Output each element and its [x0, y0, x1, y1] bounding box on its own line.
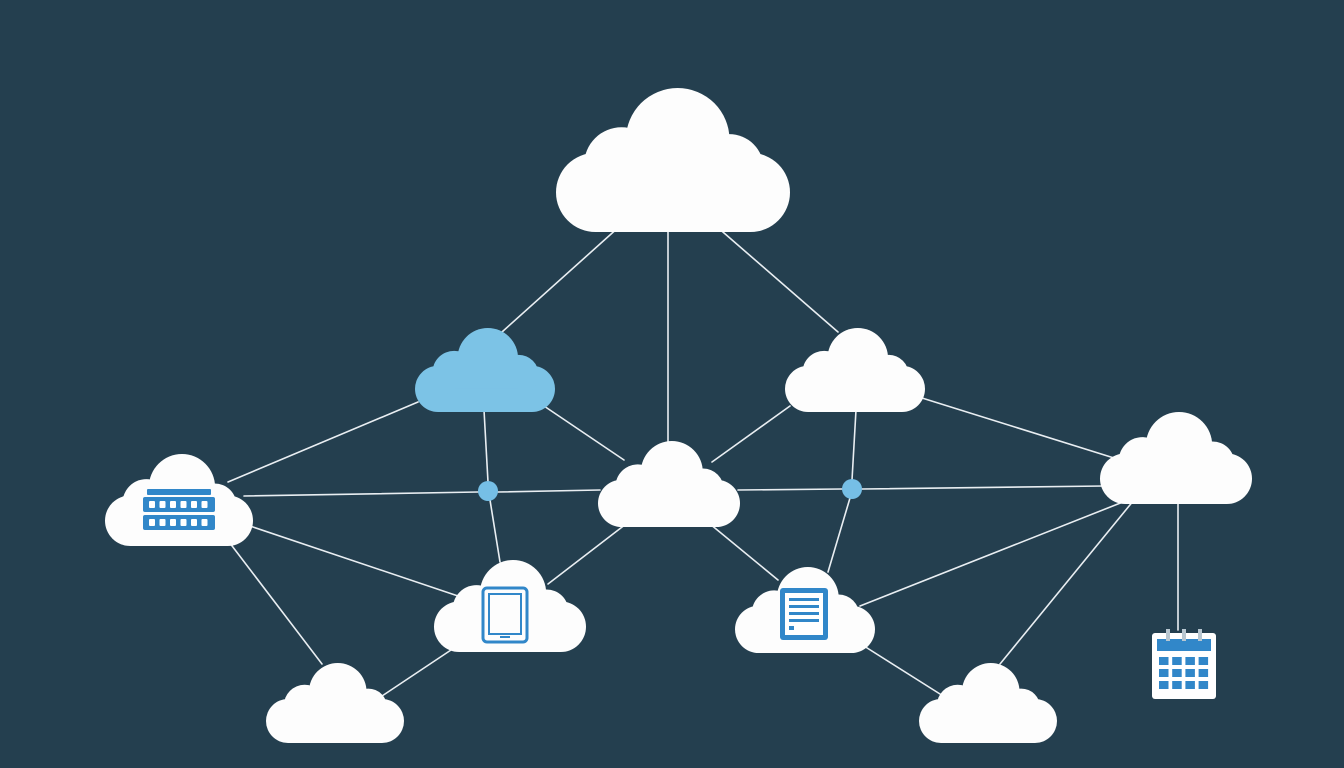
- link-left-junction-to-center-cloud: [497, 489, 601, 493]
- tablet-icon: [481, 586, 529, 644]
- link-right-mid-cloud-to-far-right-cloud: [921, 397, 1115, 459]
- connection-lines: [225, 225, 1179, 697]
- link-right-mid-cloud-to-center-cloud: [711, 405, 791, 463]
- right-mid-cloud: [785, 328, 925, 412]
- tablet-cloud-shape: [476, 593, 547, 627]
- center-cloud: [598, 441, 740, 527]
- bottom-right-cloud-shape: [957, 691, 1022, 721]
- right-mid-cloud-shape: [824, 358, 889, 389]
- center-cloud-shape: [637, 471, 704, 504]
- link-center-cloud-to-document-cloud: [709, 523, 779, 581]
- link-tablet-cloud-to-bottom-left-cloud: [381, 647, 455, 697]
- top-cloud-shape: [621, 139, 730, 193]
- far-right-cloud-shape: [1142, 445, 1213, 479]
- bottom-left-cloud: [266, 663, 404, 743]
- link-left-mid-cloud-to-far-left-cloud: [227, 401, 419, 483]
- left-mid-cloud-shape: [454, 358, 519, 389]
- link-center-cloud-to-right-junction: [737, 488, 843, 491]
- link-left-mid-cloud-to-left-junction: [483, 409, 489, 483]
- link-far-left-cloud-to-bottom-left-cloud: [225, 537, 323, 665]
- right-junction: [842, 479, 862, 499]
- link-top-cloud-to-left-mid-cloud: [501, 225, 621, 333]
- link-center-cloud-to-tablet-cloud: [547, 523, 627, 585]
- link-right-junction-to-document-cloud: [827, 497, 851, 573]
- left-mid-cloud: [415, 328, 555, 412]
- document-icon: [780, 588, 828, 640]
- diagram-nodes: [105, 88, 1252, 743]
- link-right-mid-cloud-to-right-junction: [851, 409, 857, 481]
- server-stack-icon: [143, 489, 215, 530]
- bottom-right-cloud: [919, 663, 1057, 743]
- link-document-cloud-to-bottom-right-cloud: [863, 645, 941, 695]
- left-junction: [478, 481, 498, 501]
- link-far-left-cloud-to-tablet-cloud: [249, 525, 459, 597]
- bottom-left-cloud-shape: [304, 691, 369, 721]
- link-left-junction-to-tablet-cloud: [489, 499, 501, 563]
- top-cloud: [556, 88, 790, 232]
- calendar-icon: [1152, 629, 1216, 699]
- far-right-cloud: [1100, 412, 1252, 504]
- link-right-junction-to-far-right-cloud: [861, 485, 1105, 490]
- link-left-mid-cloud-to-center-cloud: [543, 405, 625, 461]
- link-top-cloud-to-right-mid-cloud: [715, 225, 839, 333]
- link-far-left-cloud-to-left-junction: [243, 491, 479, 497]
- link-far-right-cloud-to-document-cloud: [859, 499, 1129, 607]
- link-far-right-cloud-to-bottom-right-cloud: [999, 499, 1135, 665]
